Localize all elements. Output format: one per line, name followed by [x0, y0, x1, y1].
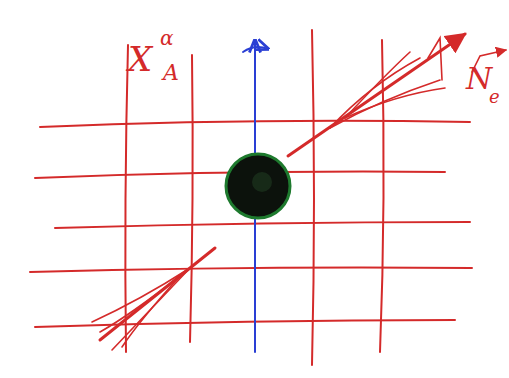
index-subscript: e — [489, 88, 500, 106]
tensor-symbol: X — [128, 42, 152, 76]
black-hole — [226, 154, 290, 218]
coordinate-grid — [30, 30, 472, 365]
index-subscript: A — [163, 62, 179, 84]
geodesic-bundle — [92, 34, 506, 350]
vector-symbol: N — [466, 64, 492, 94]
index-superscript: α — [160, 28, 174, 48]
